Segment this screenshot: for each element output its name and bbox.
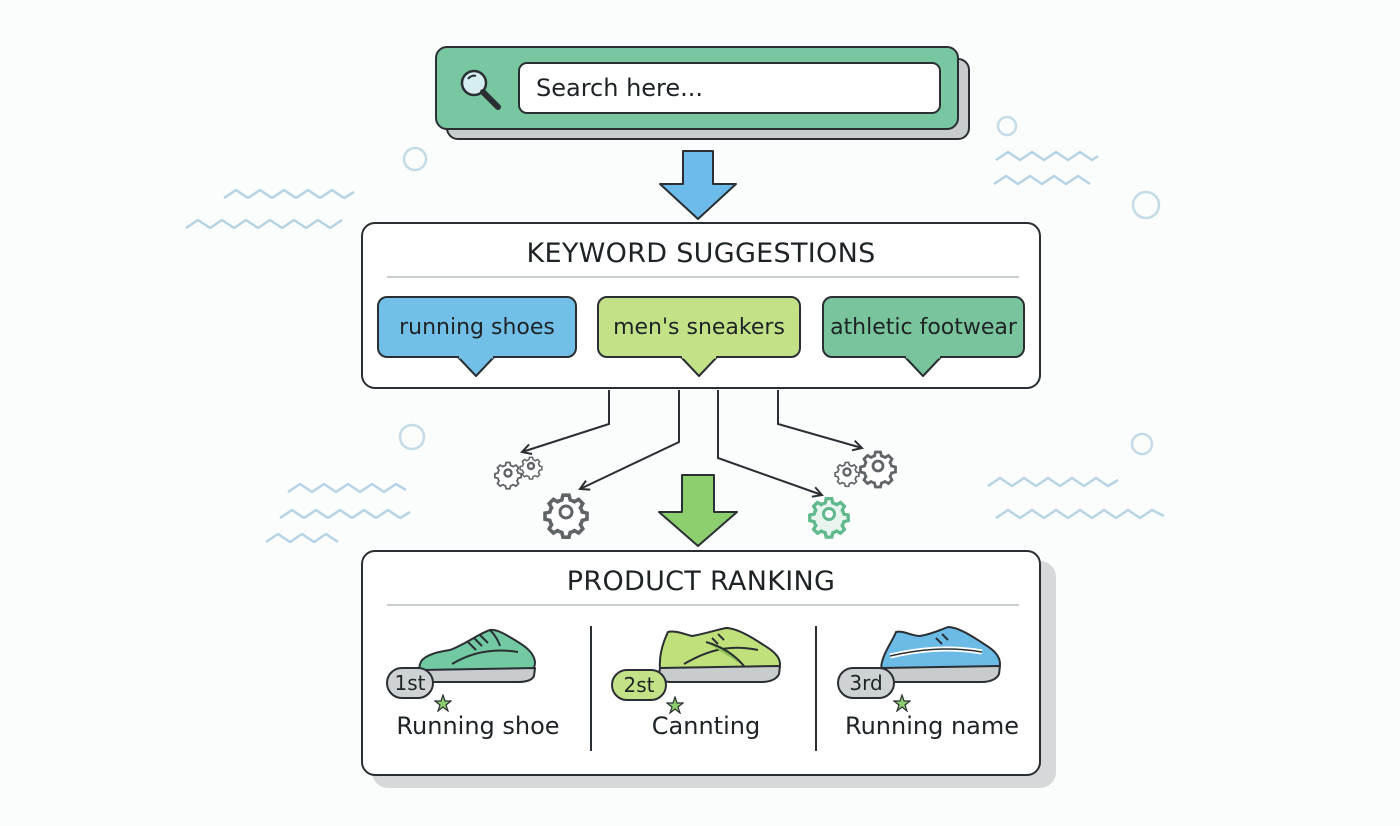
shoe-icon-rank-1[interactable] [414, 626, 542, 686]
title-divider [387, 276, 1019, 278]
gear-icon [859, 450, 897, 489]
chip-pointer [904, 356, 942, 377]
bubble [1131, 190, 1161, 220]
star-icon [666, 696, 684, 714]
title-divider [387, 604, 1019, 606]
search-icon[interactable] [454, 64, 506, 116]
wave-line [185, 218, 343, 230]
chip-pointer [680, 356, 718, 377]
shoe-icon-rank-2[interactable] [654, 624, 786, 686]
wave-line [287, 482, 407, 494]
rank-badge: 1st [386, 667, 434, 699]
shoe-icon-rank-3[interactable] [876, 624, 1006, 686]
ranking-divider [815, 626, 817, 751]
connector-arrow [580, 390, 680, 489]
bubble [402, 146, 428, 172]
gear-icon [808, 496, 850, 539]
search-input[interactable] [518, 62, 941, 114]
connector-arrow [777, 390, 862, 448]
bubble [398, 423, 426, 451]
wave-line [223, 188, 355, 200]
connector-arrow [522, 390, 610, 452]
product-name[interactable]: Running name [844, 712, 1020, 740]
gear-icon [519, 456, 543, 480]
wave-line [265, 532, 339, 544]
down-arrow-blue [659, 150, 737, 220]
suggestion-chip-label: men's sneakers [613, 314, 785, 340]
rank-badge: 2st [611, 669, 667, 701]
rank-badge: 3rd [837, 667, 895, 699]
suggestion-chip-label: athletic footwear [830, 314, 1017, 340]
chip-pointer [457, 356, 495, 377]
wave-line [987, 476, 1119, 488]
gear-icon [834, 461, 860, 488]
product-name[interactable]: Running shoe [396, 712, 560, 740]
star-icon [893, 694, 911, 712]
down-arrow-green [658, 474, 738, 547]
wave-line [993, 174, 1091, 186]
suggestion-chip-label: running shoes [399, 314, 555, 340]
ranking-divider [590, 626, 592, 751]
wave-line [995, 150, 1099, 162]
wave-line [995, 508, 1165, 520]
keyword-suggestions-title: KEYWORD SUGGESTIONS [526, 238, 876, 269]
connector-arrow [717, 390, 822, 495]
star-icon [434, 694, 452, 712]
suggestion-chip-mens-sneakers[interactable]: men's sneakers [597, 296, 801, 358]
product-ranking-title: PRODUCT RANKING [566, 566, 836, 597]
wave-line [279, 508, 411, 520]
bubble [996, 115, 1018, 137]
bubble [1130, 432, 1154, 456]
gear-icon [543, 493, 589, 540]
gear-icon [493, 461, 523, 490]
product-name[interactable]: Cannting [651, 712, 761, 740]
